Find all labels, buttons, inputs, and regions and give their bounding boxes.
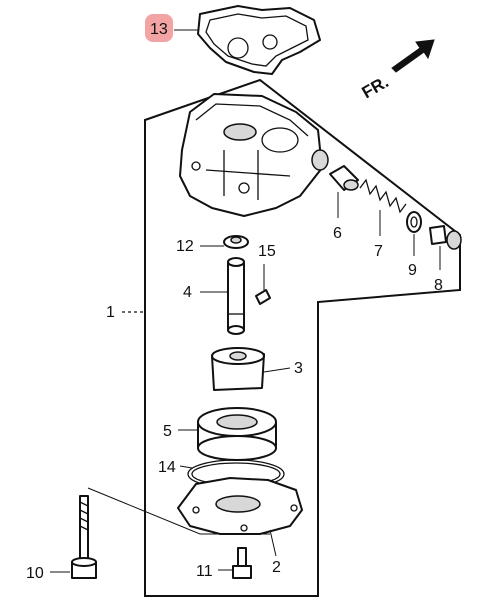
plug-bolt-8[interactable] — [429, 225, 462, 250]
callout-4[interactable]: 4 — [183, 284, 192, 301]
gasket-13[interactable] — [197, 5, 321, 75]
callout-15[interactable]: 15 — [258, 243, 276, 260]
callout-9[interactable]: 9 — [408, 262, 417, 279]
callout-3[interactable]: 3 — [294, 360, 303, 377]
callout-6[interactable]: 6 — [333, 225, 342, 242]
callout-7[interactable]: 7 — [374, 243, 383, 260]
bolt-10[interactable] — [71, 495, 97, 579]
callout-13[interactable]: 13 — [150, 21, 168, 38]
pump-housing[interactable] — [179, 93, 329, 217]
front-direction-arrow: FR. — [359, 39, 435, 102]
bolt-11[interactable] — [232, 547, 252, 579]
callout-14[interactable]: 14 — [158, 459, 176, 476]
callout-11[interactable]: 11 — [196, 563, 213, 580]
callout-5[interactable]: 5 — [163, 423, 172, 440]
assembly-frame — [144, 78, 461, 597]
callout-8[interactable]: 8 — [434, 277, 443, 294]
pin-15[interactable] — [255, 289, 271, 305]
leader-lines — [50, 29, 441, 573]
callout-13-highlight — [145, 14, 173, 42]
front-direction-label: FR. — [359, 72, 392, 102]
spring-7[interactable] — [359, 178, 407, 214]
callout-2[interactable]: 2 — [272, 559, 281, 576]
callout-12[interactable]: 12 — [176, 238, 194, 255]
outer-rotor-5[interactable] — [197, 407, 277, 461]
circlip-12[interactable] — [223, 235, 249, 249]
washer-9[interactable] — [406, 211, 422, 233]
collar-6[interactable] — [329, 165, 359, 191]
callout-1[interactable]: 1 — [106, 304, 115, 321]
shaft-4[interactable] — [227, 257, 245, 335]
pump-cover-2[interactable] — [177, 477, 303, 535]
callout-10[interactable]: 10 — [26, 565, 44, 582]
inner-rotor-3[interactable] — [211, 347, 265, 391]
